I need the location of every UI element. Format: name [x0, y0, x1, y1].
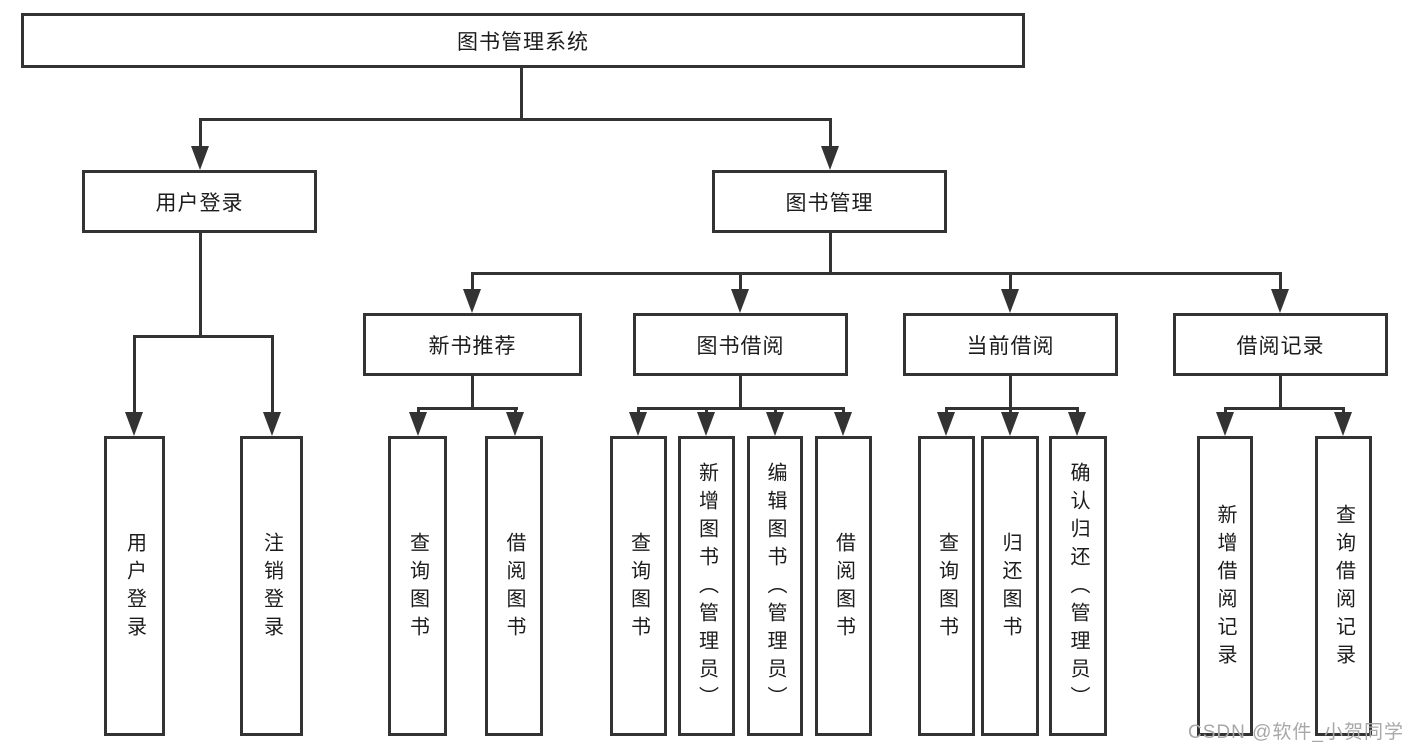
node-user-login-group: 用户登录: [82, 170, 317, 233]
connector-line: [842, 407, 845, 416]
arrow-down-icon: [937, 412, 955, 436]
arrow-down-icon: [1001, 412, 1019, 436]
connector-line: [1076, 407, 1079, 416]
connector-line: [945, 407, 1079, 410]
arrow-down-icon: [409, 412, 427, 436]
connector-line: [471, 376, 474, 410]
arrow-down-icon: [697, 412, 715, 436]
leaf-borrowing-query-books: 查询图书: [610, 436, 667, 736]
arrow-down-icon: [191, 146, 209, 170]
connector-line: [1009, 376, 1012, 410]
node-borrowing-records: 借阅记录: [1173, 313, 1388, 376]
leaf-borrowing-add-books-admin: 新增图书（管理员）: [678, 436, 735, 736]
node-root-book-management-system: 图书管理系统: [21, 13, 1025, 68]
connector-line: [417, 407, 518, 410]
connector-line: [945, 407, 948, 416]
connector-line: [1224, 407, 1344, 410]
connector-line: [637, 407, 845, 410]
leaf-current-query-books: 查询图书: [918, 436, 975, 736]
arrow-down-icon: [125, 412, 143, 436]
connector-line: [520, 68, 523, 120]
connector-line: [739, 272, 742, 293]
arrow-down-icon: [463, 289, 481, 313]
arrow-down-icon: [1068, 412, 1086, 436]
connector-line: [1279, 272, 1282, 293]
connector-line: [514, 407, 517, 416]
arrow-down-icon: [1334, 412, 1352, 436]
connector-line: [471, 272, 1282, 275]
connector-line: [471, 272, 474, 293]
node-current-borrowing: 当前借阅: [903, 313, 1118, 376]
connector-line: [1279, 376, 1282, 410]
connector-line: [774, 407, 777, 416]
connector-line: [199, 118, 202, 150]
leaf-current-confirm-return-admin: 确认归还（管理员）: [1049, 436, 1107, 736]
arrow-down-icon: [1001, 289, 1019, 313]
leaf-logout: 注销登录: [240, 436, 303, 736]
node-new-book-recommend: 新书推荐: [363, 313, 582, 376]
node-book-borrowing: 图书借阅: [633, 313, 848, 376]
connector-line: [417, 407, 420, 416]
arrow-down-icon: [1271, 289, 1289, 313]
leaf-records-query-borrow-record: 查询借阅记录: [1315, 436, 1372, 736]
watermark: CSDN @软件_小贺同学: [1188, 722, 1404, 743]
leaf-newbooks-borrow-books: 借阅图书: [485, 436, 543, 736]
connector-line: [1224, 407, 1227, 416]
leaf-borrowing-edit-books-admin: 编辑图书（管理员）: [747, 436, 803, 736]
connector-line: [133, 335, 274, 338]
connector-line: [705, 407, 708, 416]
connector-line: [199, 233, 202, 337]
connector-line: [829, 233, 832, 274]
leaf-user-login: 用户登录: [104, 436, 165, 736]
arrow-down-icon: [821, 146, 839, 170]
connector-line: [1342, 407, 1345, 416]
arrow-down-icon: [731, 289, 749, 313]
arrow-down-icon: [629, 412, 647, 436]
arrow-down-icon: [834, 412, 852, 436]
connector-line: [199, 118, 831, 121]
connector-line: [1009, 272, 1012, 293]
arrow-down-icon: [1216, 412, 1234, 436]
connector-line: [1009, 407, 1012, 416]
node-book-management-group: 图书管理: [712, 170, 947, 233]
leaf-newbooks-query-books: 查询图书: [388, 436, 447, 736]
connector-line: [739, 376, 742, 410]
leaf-current-return-books: 归还图书: [981, 436, 1039, 736]
arrow-down-icon: [263, 412, 281, 436]
connector-line: [829, 118, 832, 150]
arrow-down-icon: [766, 412, 784, 436]
connector-line: [133, 335, 136, 414]
leaf-records-add-borrow-record: 新增借阅记录: [1197, 436, 1253, 736]
connector-line: [271, 335, 274, 414]
leaf-borrowing-borrow-books: 借阅图书: [815, 436, 872, 736]
connector-line: [637, 407, 640, 416]
arrow-down-icon: [506, 412, 524, 436]
